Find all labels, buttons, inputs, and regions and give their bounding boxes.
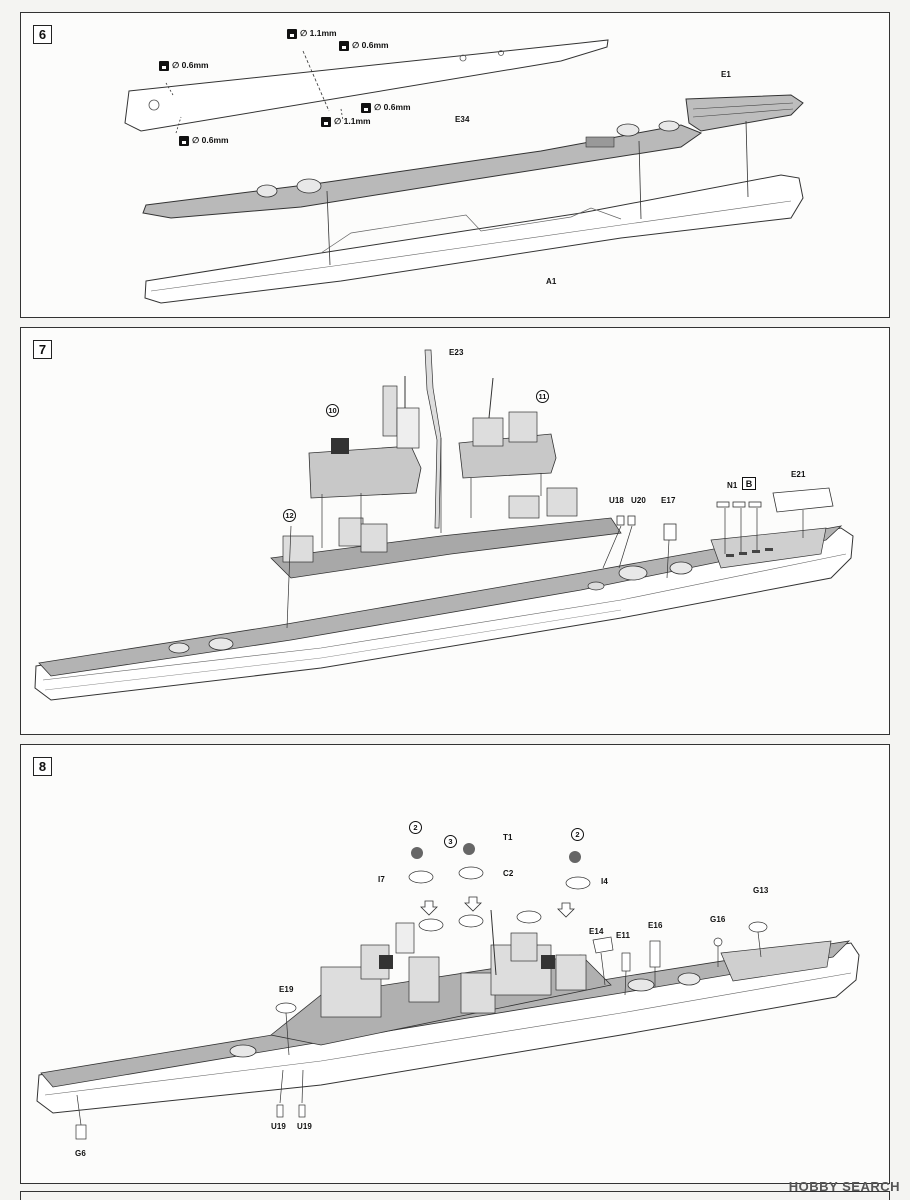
part-label: E21 — [791, 470, 806, 479]
part-label: I7 — [378, 875, 385, 884]
step-number: 7 — [33, 340, 52, 359]
part-label: G6 — [75, 1149, 86, 1158]
part-label: E19 — [279, 985, 294, 994]
part-label: E14 — [589, 927, 604, 936]
drill-note: ∅ 1.1mm — [287, 28, 337, 39]
drill-icon — [339, 40, 349, 51]
subassembly-marker: 2 — [409, 821, 422, 834]
drill-icon — [361, 102, 371, 113]
subassembly-marker: 3 — [444, 835, 457, 848]
part-label: T1 — [503, 833, 513, 842]
part-label: U19 — [271, 1122, 286, 1131]
part-label: U19 — [297, 1122, 312, 1131]
step-number: 6 — [33, 25, 52, 44]
drill-note: ∅ 0.6mm — [159, 60, 209, 71]
drill-icon — [179, 135, 189, 146]
subassembly-marker: 10 — [326, 404, 339, 417]
part-label: E11 — [616, 931, 631, 940]
part-label: I4 — [601, 877, 608, 886]
part-label: E1 — [721, 70, 731, 79]
drill-note: ∅ 1.1mm — [321, 116, 371, 127]
drill-icon — [159, 60, 169, 71]
step-8-drawing — [36, 843, 860, 1140]
step-7-panel: 7 — [20, 327, 890, 735]
drill-note: ∅ 0.6mm — [339, 40, 389, 51]
subassembly-marker: 12 — [283, 509, 296, 522]
drill-icon — [287, 28, 297, 39]
part-label: G16 — [710, 915, 726, 924]
part-label: C2 — [503, 869, 514, 878]
drill-note: ∅ 0.6mm — [179, 135, 229, 146]
part-label: N1 — [727, 481, 738, 490]
part-label: E17 — [661, 496, 676, 505]
next-step-panel-edge — [20, 1191, 890, 1200]
step-7-drawing — [34, 349, 854, 701]
drill-icon — [321, 116, 331, 127]
part-label: G13 — [753, 886, 769, 895]
part-label: E34 — [455, 115, 470, 124]
drill-note: ∅ 0.6mm — [361, 102, 411, 113]
watermark: HOBBY SEARCH — [788, 1179, 900, 1194]
step-6-panel: 6 ∅ 1.1mm ∅ — [20, 12, 890, 318]
reference-box: B — [742, 477, 756, 490]
step-8-panel: 8 — [20, 744, 890, 1184]
part-label: A1 — [546, 277, 557, 286]
step-number: 8 — [33, 757, 52, 776]
part-label: U18 — [609, 496, 624, 505]
subassembly-marker: 2 — [571, 828, 584, 841]
subassembly-marker: 11 — [536, 390, 549, 403]
step-6-drawing — [124, 39, 804, 304]
part-label: E23 — [449, 348, 464, 357]
part-label: E16 — [648, 921, 663, 930]
part-label: U20 — [631, 496, 646, 505]
